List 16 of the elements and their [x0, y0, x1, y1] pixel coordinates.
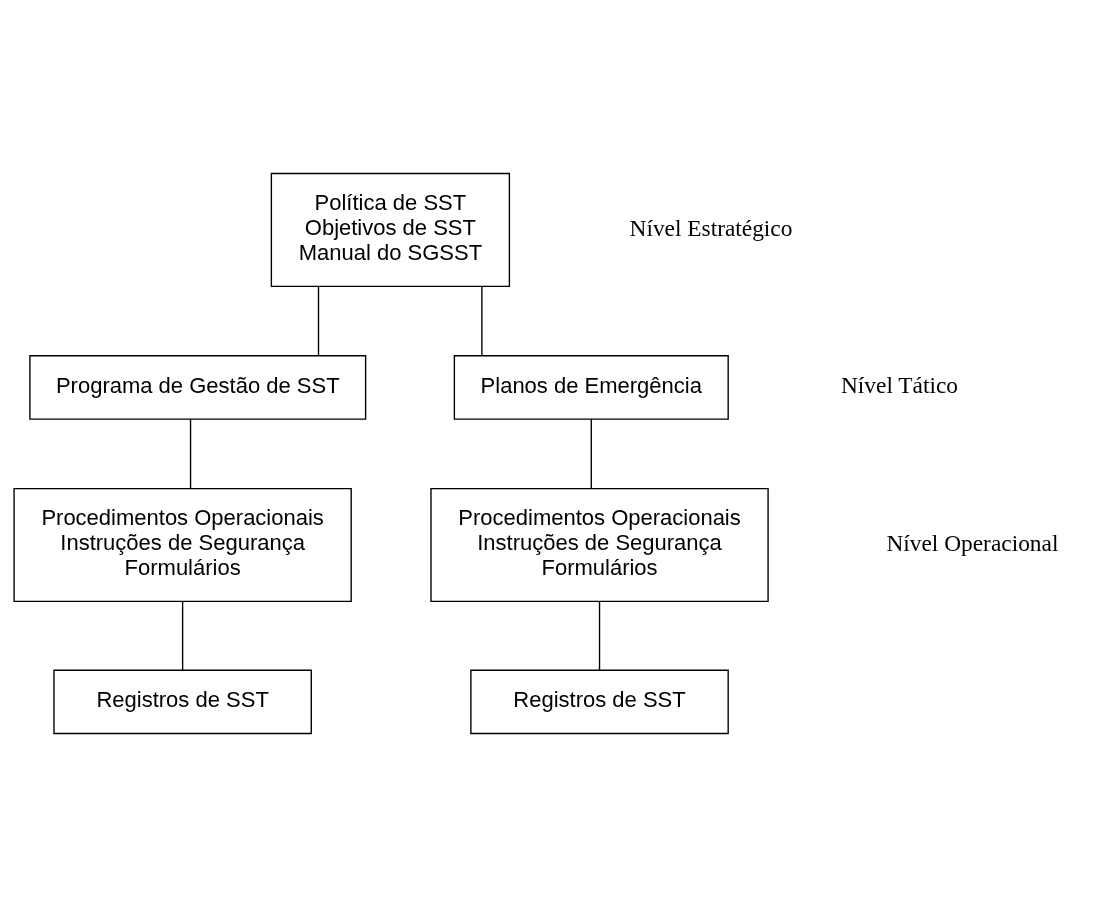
connector [481, 285, 483, 357]
connector [317, 285, 320, 357]
node-box: Programa de Gestão de SST [29, 355, 367, 420]
node-box: Política de SST Objetivos de SST Manual do SGSST [270, 172, 511, 287]
connector [598, 600, 601, 671]
node-box: Registros de SST [53, 669, 312, 735]
node-box: Registros de SST [470, 669, 729, 735]
connector [181, 600, 184, 671]
label: Nível Tático [840, 372, 959, 399]
label: Nível Operacional [886, 529, 1059, 556]
node-box: Procedimentos Operacionais Instruções de Segurança Formulários [13, 487, 352, 603]
node-box: Procedimentos Operacionais Instruções de Segurança Formulários [430, 487, 769, 603]
node-box: Planos de Emergência [453, 355, 729, 420]
connector [189, 418, 192, 489]
connector [590, 418, 592, 489]
label: Nível Estratégico [629, 214, 793, 241]
